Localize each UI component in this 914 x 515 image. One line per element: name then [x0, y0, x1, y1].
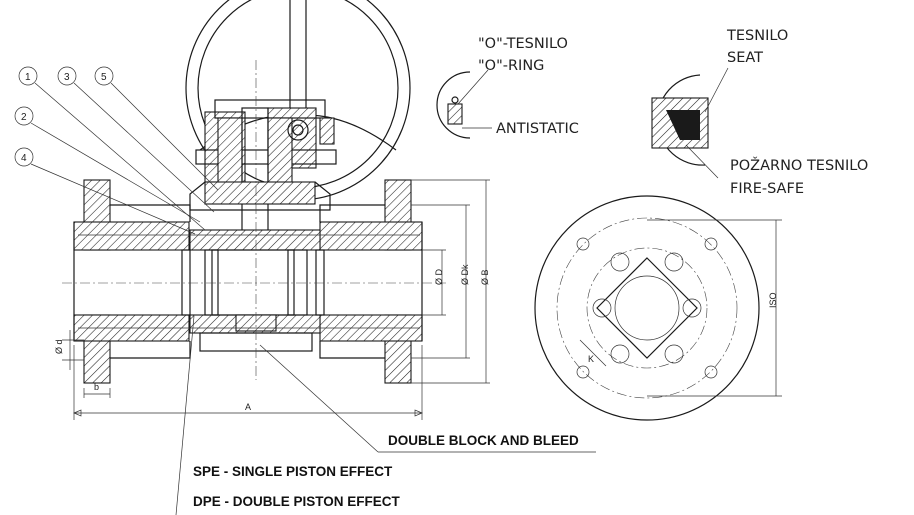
spe-label: SPE - SINGLE PISTON EFFECT: [193, 464, 393, 479]
dim-d: Ø d: [54, 339, 64, 354]
part-balloons: 1 3 5 2 4: [14, 66, 219, 235]
dimensions: A b Ø d Ø D Ø Dk Ø B: [54, 179, 490, 420]
seat-en-label: SEAT: [727, 50, 763, 66]
oring-detail: "O"-TESNILO "O"-RING ANTISTATIC: [436, 36, 579, 139]
flange-front-view: ISO K: [534, 195, 782, 421]
balloon-5: 5: [101, 72, 107, 83]
seat-detail: TESNILO SEAT POŽARNO TESNILO FIRE-SAFE: [651, 28, 868, 197]
balloon-4: 4: [21, 153, 27, 164]
dim-Dk: Ø Dk: [460, 264, 470, 285]
dbb-label: DOUBLE BLOCK AND BLEED: [388, 433, 579, 448]
bottom-callouts: DOUBLE BLOCK AND BLEED SPE - SINGLE PIST…: [175, 315, 596, 515]
dim-K: K: [588, 354, 594, 364]
balloon-1: 1: [25, 72, 31, 83]
dim-D: Ø D: [434, 268, 444, 285]
oring-en-label: "O"-RING: [478, 58, 544, 74]
firesafe-en-label: FIRE-SAFE: [730, 181, 804, 197]
dim-ISO: ISO: [768, 292, 778, 308]
valve-body: [62, 60, 446, 384]
oring-local-label: "O"-TESNILO: [478, 36, 568, 52]
dim-B: Ø B: [480, 269, 490, 285]
seat-local-label: TESNILO: [726, 28, 788, 44]
dpe-label: DPE - DOUBLE PISTON EFFECT: [193, 494, 401, 509]
antistatic-label: ANTISTATIC: [496, 121, 579, 137]
dim-A: A: [245, 402, 251, 412]
gearbox: [189, 99, 337, 239]
firesafe-local-label: POŽARNO TESNILO: [730, 156, 868, 174]
balloon-3: 3: [64, 72, 70, 83]
balloon-2: 2: [21, 112, 27, 123]
dim-b: b: [94, 382, 99, 392]
